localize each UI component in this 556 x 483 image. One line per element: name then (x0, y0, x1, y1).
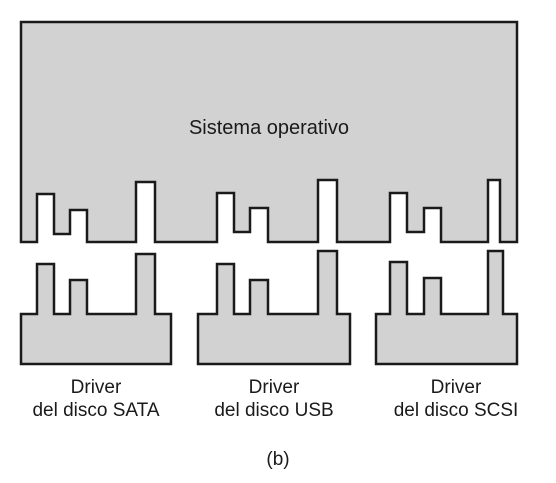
figure-caption: (b) (266, 449, 290, 470)
driver-sata-block (19, 252, 173, 366)
driver-scsi-line1: Driver (430, 377, 482, 398)
driver-sata-line2: del disco SATA (32, 400, 160, 421)
driver-usb-line1: Driver (248, 377, 300, 398)
driver-scsi-label: Driver del disco SCSI (366, 376, 546, 422)
driver-usb-label: Driver del disco USB (184, 376, 364, 422)
os-label: Sistema operativo (188, 117, 350, 139)
driver-scsi-line2: del disco SCSI (393, 400, 519, 421)
driver-sata-label: Driver del disco SATA (6, 376, 186, 422)
driver-usb-line2: del disco USB (214, 400, 334, 421)
driver-usb-block (196, 249, 352, 366)
os-block (19, 20, 519, 244)
driver-scsi-block (374, 249, 519, 366)
driver-sata-line1: Driver (70, 377, 122, 398)
